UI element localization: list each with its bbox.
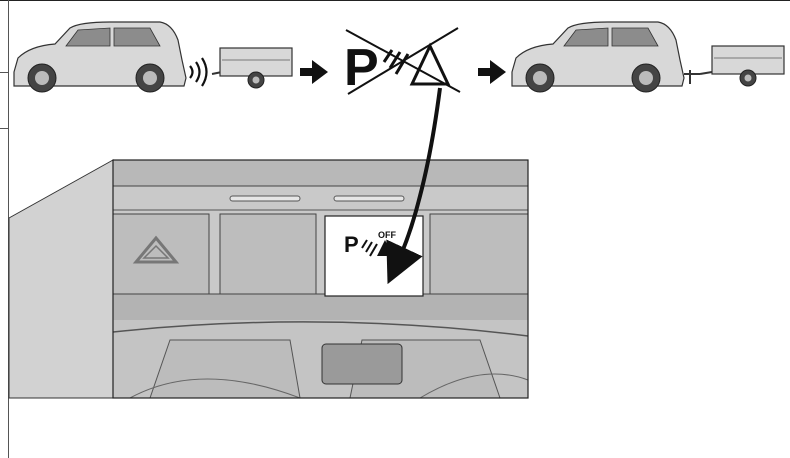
dashboard-zoom-panel [113, 160, 528, 398]
car-with-sensors [14, 22, 186, 92]
parking-sensor-off-button [325, 216, 423, 296]
arrow-right-icon [300, 60, 328, 84]
trailer-2 [700, 46, 784, 86]
car-with-trailer [512, 22, 700, 92]
parking-sensor-disabled-symbol: P [344, 28, 460, 97]
callout-cone [9, 160, 113, 398]
arrow-right-icon [478, 60, 506, 84]
p-letter-large: P [344, 39, 379, 97]
trailer-1 [212, 48, 292, 88]
parking-button-label[interactable]: P [344, 232, 368, 258]
parking-letter: P [344, 232, 359, 257]
off-label: OFF [378, 230, 396, 240]
sensor-waves-icon [190, 58, 207, 86]
